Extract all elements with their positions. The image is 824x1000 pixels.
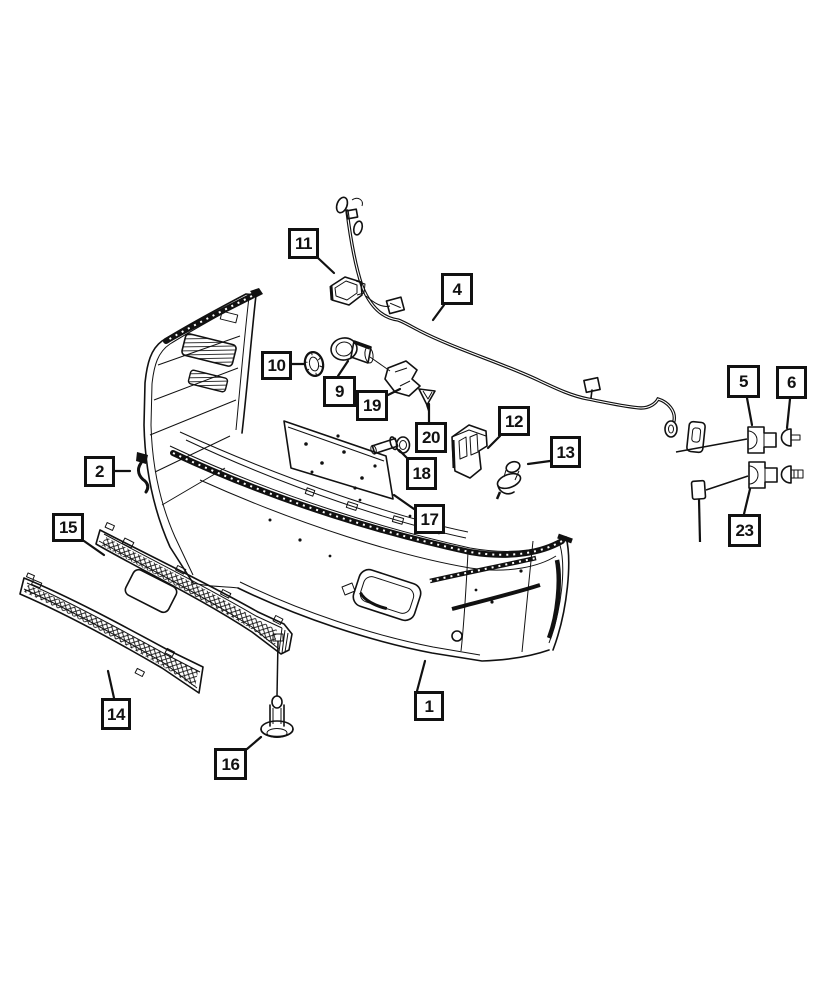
push-pin-fastener-drawing: [495, 460, 522, 500]
callout-box-10: 10: [261, 351, 292, 380]
hook-clip-drawing: [136, 452, 150, 494]
callout-box-2: 2: [84, 456, 115, 487]
retainer-pin-drawing: [690, 475, 749, 543]
connector-housing-lower-drawing: [748, 461, 778, 489]
sensor-grommet-drawing: [303, 351, 325, 377]
upper-grille-insert-drawing: [95, 522, 293, 655]
sensor-holder-drawing: [384, 360, 421, 397]
callout-box-11: 11: [288, 228, 319, 259]
callout-box-13: 13: [550, 436, 581, 468]
callout-box-5: 5: [727, 365, 760, 398]
connector-housing-upper-drawing: [747, 426, 777, 454]
callout-box-17: 17: [414, 504, 445, 534]
callout-box-12: 12: [498, 406, 530, 436]
callout-box-6: 6: [776, 366, 807, 399]
bulb-socket-lower-drawing: [780, 465, 804, 484]
callout-box-19: 19: [356, 390, 388, 421]
callout-box-15: 15: [52, 513, 84, 542]
callout-box-1: 1: [414, 691, 444, 721]
grille-screw-drawing: [260, 633, 294, 738]
callout-box-4: 4: [441, 273, 473, 305]
callout-box-9: 9: [323, 376, 356, 407]
parking-sensor-drawing: [330, 337, 391, 372]
callout-box-16: 16: [214, 748, 247, 780]
callout-box-23: 23: [728, 514, 761, 547]
callout-box-20: 20: [415, 422, 447, 453]
callout-box-14: 14: [101, 698, 131, 730]
bulb-socket-upper-drawing: [780, 428, 801, 447]
wiring-harness-drawing: [335, 196, 748, 454]
fascia-bracket-drawing: [451, 424, 488, 479]
lower-grille-insert-drawing: [19, 572, 204, 694]
harness-clip-drawing: [329, 276, 366, 306]
callout-box-18: 18: [406, 457, 437, 490]
